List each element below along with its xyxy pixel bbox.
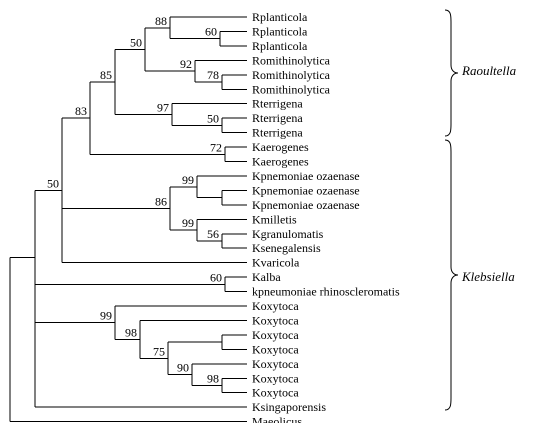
leaf-label: Kaerogenes [252,155,309,169]
leaf-label: Rplanticola [252,10,308,24]
bootstrap-value: 75 [153,344,165,358]
bootstrap-value: 98 [207,371,219,385]
leaf-label: Kvaricola [252,256,300,270]
leaf-label: Kgranulomatis [252,227,324,241]
leaf-label: Ksingaporensis [252,400,326,414]
leaf-label: Kalba [252,270,281,284]
bootstrap-value: 99 [182,216,194,230]
leaf-label: Koxytoca [252,342,299,356]
leaf-label: Rterrigena [252,126,303,140]
bootstrap-value: 50 [207,111,219,125]
bootstrap-value: 78 [207,68,219,82]
leaf-label: Koxytoca [252,328,299,342]
bootstrap-value: 72 [210,140,222,154]
bootstrap-value: 92 [180,57,192,71]
leaf-label: Rplanticola [252,39,308,53]
bootstrap-value: 56 [207,227,219,241]
leaf-label: Kmilletis [252,212,297,226]
bootstrap-value: 60 [205,25,217,39]
leaf-label: Kpnemoniae ozaenase [252,198,360,212]
leaf-label: Koxytoca [252,299,299,313]
leaf-label: Rterrigena [252,111,303,125]
bootstrap-value: 97 [157,101,169,115]
leaf-label: Romithinolytica [252,68,331,82]
leaf-label: Romithinolytica [252,53,331,67]
leaf-label: Koxytoca [252,357,299,371]
raoultella-bracket [444,9,459,137]
leaf-label: Koxytoca [252,371,299,385]
leaf-label: Ksenegalensis [252,241,321,255]
bootstrap-value: 83 [75,104,87,118]
leaf-label: Maeolicus [252,415,302,423]
bootstrap-value: 99 [182,173,194,187]
klebsiella-bracket [444,139,459,411]
leaf-label: Koxytoca [252,313,299,327]
leaf-label: Kpnemoniae ozaenase [252,169,360,183]
bootstrap-value: 88 [155,14,167,28]
genus-label-raoultella: Raoultella [461,63,517,78]
leaf-label: Rterrigena [252,97,303,111]
bootstrap-value: 85 [100,68,112,82]
bootstrap-value: 86 [155,194,167,208]
leaf-label: Romithinolytica [252,82,331,96]
leaf-label: Kpnemoniae ozaenase [252,183,360,197]
leaf-label: Kaerogenes [252,140,309,154]
leaf-label: Koxytoca [252,386,299,400]
genus-label-klebsiella: Klebsiella [461,269,515,284]
bootstrap-value: 50 [47,176,59,190]
leaf-label: kpneumoniae rhinoscleromatis [252,285,400,299]
bootstrap-value: 50 [130,36,142,50]
bootstrap-value: 90 [177,361,189,375]
bootstrap-value: 60 [210,270,222,284]
bootstrap-value: 98 [125,325,137,339]
leaf-label: Rplanticola [252,24,308,38]
bootstrap-value: 99 [100,309,112,323]
